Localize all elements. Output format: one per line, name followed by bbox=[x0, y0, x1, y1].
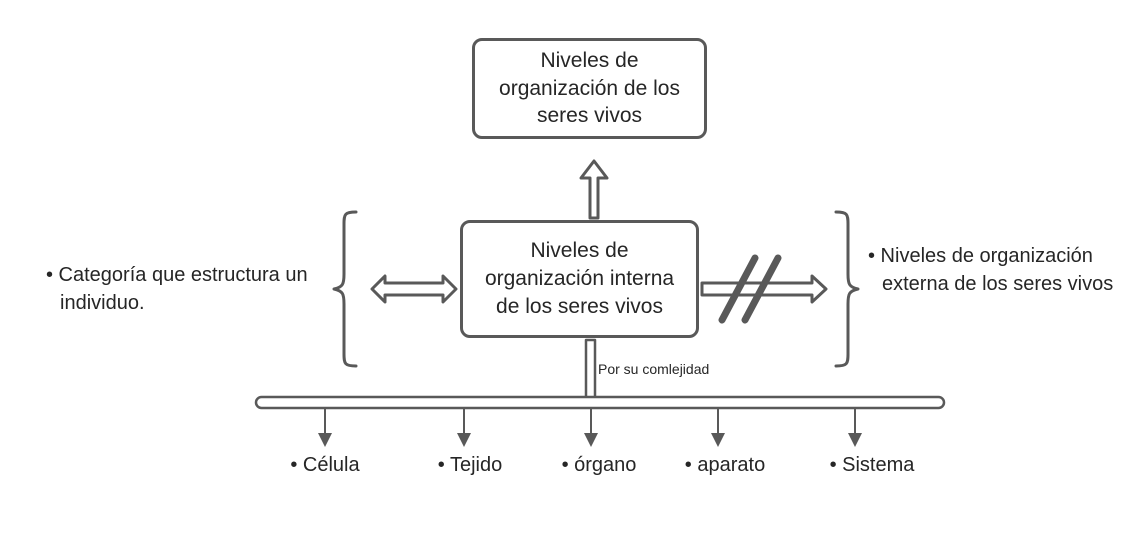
leaf-arrows bbox=[318, 408, 862, 447]
node-niveles-organizacion-interna[interactable]: Niveles de organización interna de los s… bbox=[460, 220, 699, 338]
down-block-connector bbox=[584, 338, 597, 400]
left-double-block-arrow bbox=[370, 274, 458, 304]
left-note-categoria: • Categoría que estructura un individuo. bbox=[46, 264, 308, 315]
up-block-arrow bbox=[579, 159, 609, 220]
right-note-organizacion-externa: • Niveles de organización externa de los… bbox=[868, 245, 1114, 296]
branch-label-por-su-complejidad: Por su comlejidad bbox=[598, 361, 710, 377]
distribution-bar bbox=[254, 395, 946, 410]
node-niveles-organizacion[interactable]: Niveles de organización de los seres viv… bbox=[472, 38, 707, 139]
left-brace bbox=[332, 210, 358, 368]
leaf-label-organo: • órgano bbox=[561, 454, 637, 476]
leaf-label-sistema: • Sistema bbox=[829, 454, 915, 476]
right-brace bbox=[834, 210, 860, 368]
leaf-label-aparato: • aparato bbox=[684, 454, 766, 476]
right-block-arrow-broken bbox=[700, 254, 828, 324]
leaf-label-tejido: • Tejido bbox=[437, 454, 503, 476]
leaf-label-celula: • Célula bbox=[290, 454, 360, 476]
break-slash-marks bbox=[718, 254, 782, 324]
